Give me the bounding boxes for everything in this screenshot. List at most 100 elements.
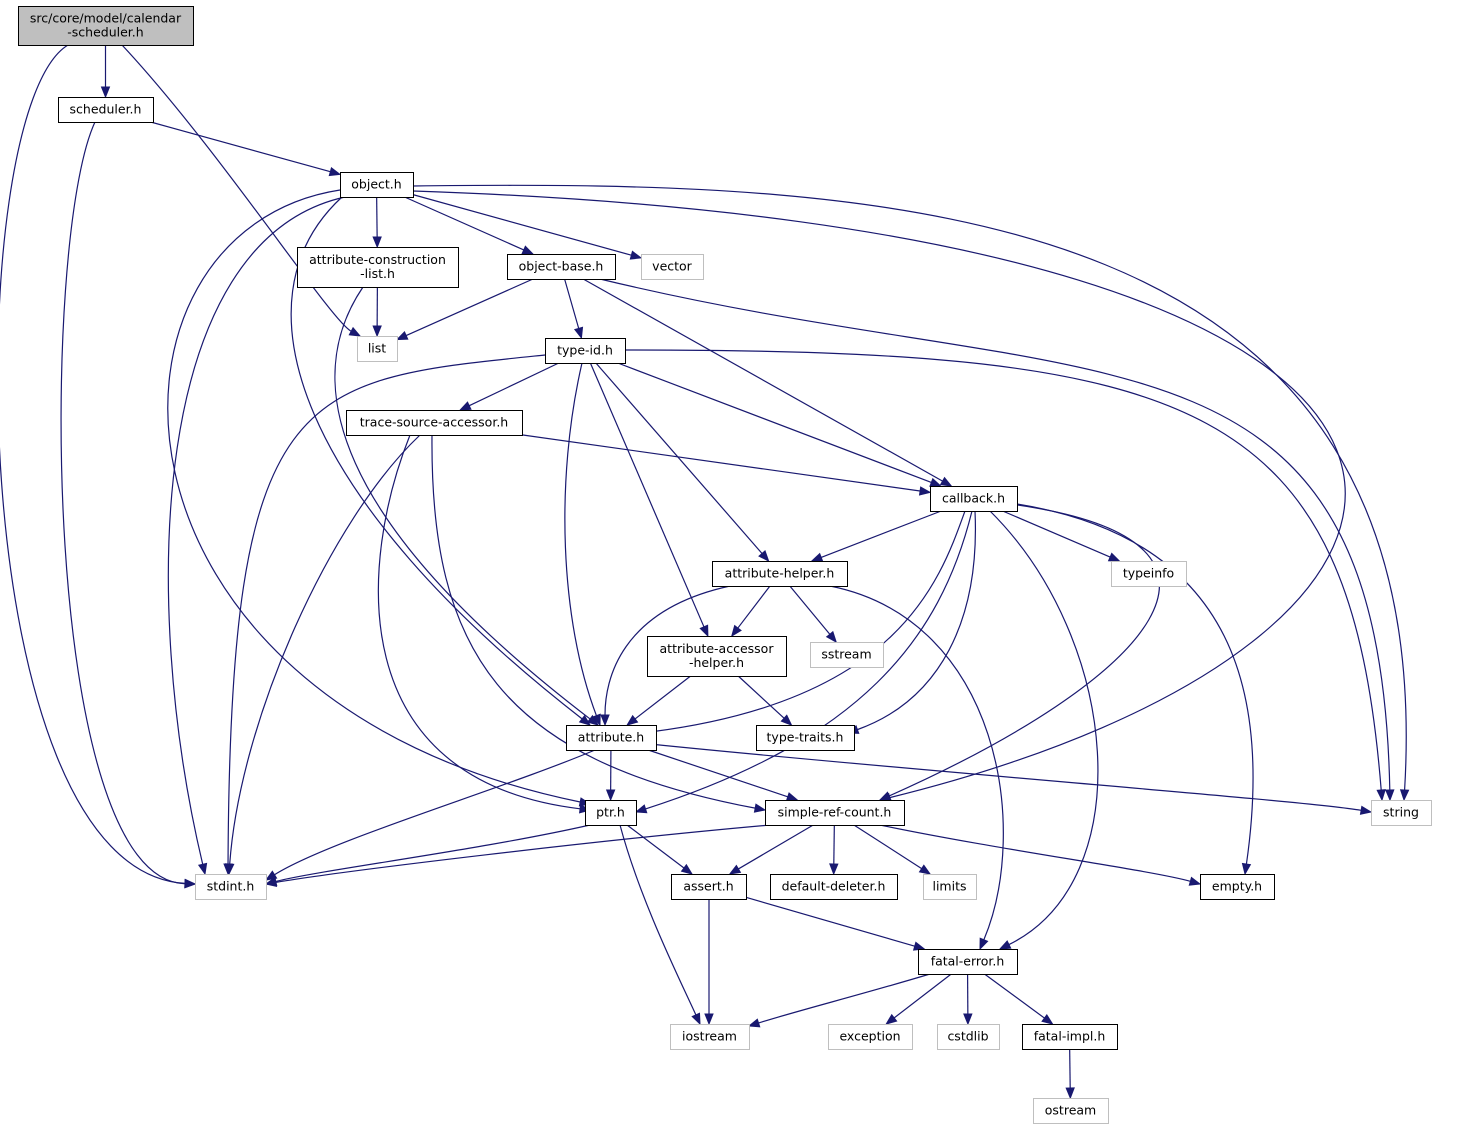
node-attrcons[interactable]: attribute-construction-list.h bbox=[297, 247, 459, 288]
arrowhead bbox=[459, 401, 472, 411]
edge-typeid-to-tsa bbox=[459, 362, 560, 411]
node-box bbox=[930, 486, 1018, 512]
edge-assert-to-iostream bbox=[704, 899, 714, 1026]
edge-callback-to-attrhelper bbox=[810, 510, 942, 562]
edge-line bbox=[229, 434, 421, 865]
arrowhead bbox=[348, 326, 362, 337]
node-box bbox=[770, 874, 898, 900]
edge-line bbox=[639, 742, 1362, 811]
arrowhead bbox=[100, 86, 111, 99]
edge-attribute-to-src bbox=[648, 749, 799, 802]
edge-line bbox=[589, 362, 705, 628]
node-label: fatal-error.h bbox=[931, 954, 1005, 969]
edge-object-to-attrcons bbox=[372, 196, 382, 249]
node-fatalerr[interactable]: fatal-error.h bbox=[918, 949, 1018, 975]
edge-typeid-to-string bbox=[624, 349, 1386, 802]
node-typeid[interactable]: type-id.h bbox=[545, 338, 626, 364]
node-label: ptr.h bbox=[596, 805, 625, 820]
node-label: fatal-impl.h bbox=[1034, 1029, 1106, 1044]
edge-fatalerr-to-iostream bbox=[747, 973, 931, 1028]
edge-object-to-vector bbox=[412, 194, 643, 260]
node-stdint: stdint.h bbox=[195, 874, 267, 900]
node-box bbox=[828, 1024, 913, 1050]
arrowhead bbox=[998, 940, 1012, 950]
node-box bbox=[58, 97, 154, 123]
edge-callback-to-empty bbox=[1016, 503, 1254, 876]
node-label: assert.h bbox=[683, 879, 733, 894]
arrowhead bbox=[1241, 862, 1252, 876]
node-scheduler[interactable]: scheduler.h bbox=[58, 97, 154, 123]
arrowhead bbox=[1376, 789, 1386, 802]
node-label: type-traits.h bbox=[767, 730, 844, 745]
node-label: simple-ref-count.h bbox=[778, 805, 892, 820]
arrowhead bbox=[753, 803, 767, 813]
node-label: iostream bbox=[682, 1029, 737, 1044]
node-object[interactable]: object.h bbox=[340, 172, 414, 198]
node-defdel[interactable]: default-deleter.h bbox=[770, 874, 898, 900]
edge-line bbox=[412, 184, 1407, 791]
edge-objbase-to-typeid bbox=[563, 278, 584, 340]
node-label: trace-source-accessor.h bbox=[360, 415, 508, 430]
edge-fatalimpl-to-ostream bbox=[1065, 1048, 1075, 1100]
edge-callback-to-src bbox=[878, 503, 1160, 801]
arrowhead bbox=[395, 330, 409, 341]
node-ptr[interactable]: ptr.h bbox=[585, 800, 637, 826]
edge-line bbox=[468, 362, 560, 407]
node-box bbox=[1200, 874, 1275, 900]
edge-line bbox=[334, 286, 591, 720]
edge-line bbox=[599, 278, 1391, 791]
edge-root-to-stdint bbox=[0, 44, 197, 889]
node-box bbox=[1371, 800, 1432, 826]
node-label: limits bbox=[932, 879, 966, 894]
edge-attribute-to-stdint bbox=[264, 749, 596, 881]
edge-src-to-limits bbox=[853, 824, 932, 875]
node-box bbox=[1111, 561, 1187, 587]
edge-line bbox=[150, 121, 331, 173]
arrowhead bbox=[1359, 805, 1373, 815]
node-objbase[interactable]: object-base.h bbox=[507, 254, 616, 280]
node-attribute[interactable]: attribute.h bbox=[566, 725, 657, 751]
node-box bbox=[671, 874, 747, 900]
node-box bbox=[810, 642, 884, 668]
edge-fatalerr-to-cstdlib bbox=[963, 973, 973, 1026]
arrowhead bbox=[785, 792, 799, 802]
edge-attrhelper-to-attribute bbox=[600, 585, 731, 727]
node-src[interactable]: simple-ref-count.h bbox=[765, 800, 905, 826]
edge-line bbox=[789, 585, 831, 635]
edge-line bbox=[758, 973, 931, 1024]
edge-line bbox=[737, 585, 771, 629]
edge-src-to-assert bbox=[728, 824, 814, 875]
edge-line bbox=[412, 194, 632, 256]
node-attrhelper[interactable]: attribute-helper.h bbox=[712, 561, 848, 587]
node-assert[interactable]: assert.h bbox=[671, 874, 747, 900]
arrowhead bbox=[829, 863, 839, 876]
arrowhead bbox=[1065, 1087, 1075, 1100]
edge-aah-to-attribute bbox=[626, 675, 691, 726]
node-box bbox=[937, 1024, 1000, 1050]
arrowhead bbox=[372, 325, 382, 338]
node-root[interactable]: src/core/model/calendar-scheduler.h bbox=[18, 6, 194, 46]
arrowhead bbox=[825, 630, 838, 644]
node-typetraits[interactable]: type-traits.h bbox=[756, 725, 855, 751]
edge-tsa-to-stdint bbox=[225, 434, 421, 876]
node-tsa[interactable]: trace-source-accessor.h bbox=[346, 410, 523, 436]
node-callback[interactable]: callback.h bbox=[930, 486, 1018, 512]
node-aah[interactable]: attribute-accessor-helper.h bbox=[647, 636, 787, 677]
arrowhead bbox=[885, 1013, 898, 1025]
arrowhead bbox=[264, 877, 278, 887]
node-label: scheduler.h bbox=[70, 102, 142, 117]
node-fatalimpl[interactable]: fatal-impl.h bbox=[1022, 1024, 1118, 1050]
edge-attribute-to-ptr bbox=[605, 749, 616, 802]
node-empty[interactable]: empty.h bbox=[1200, 874, 1275, 900]
node-label: object-base.h bbox=[519, 259, 604, 274]
node-label: sstream bbox=[821, 647, 871, 662]
arrowhead bbox=[184, 878, 197, 889]
edge-line bbox=[617, 362, 932, 484]
edge-root-to-list bbox=[121, 44, 362, 337]
edge-typeid-to-aah bbox=[589, 362, 709, 638]
edge-objbase-to-callback bbox=[582, 278, 953, 487]
node-label: ostream bbox=[1045, 1103, 1096, 1118]
edge-line bbox=[626, 824, 685, 869]
edge-ptr-to-assert bbox=[626, 824, 694, 875]
edge-attrcons-to-list bbox=[372, 286, 382, 338]
